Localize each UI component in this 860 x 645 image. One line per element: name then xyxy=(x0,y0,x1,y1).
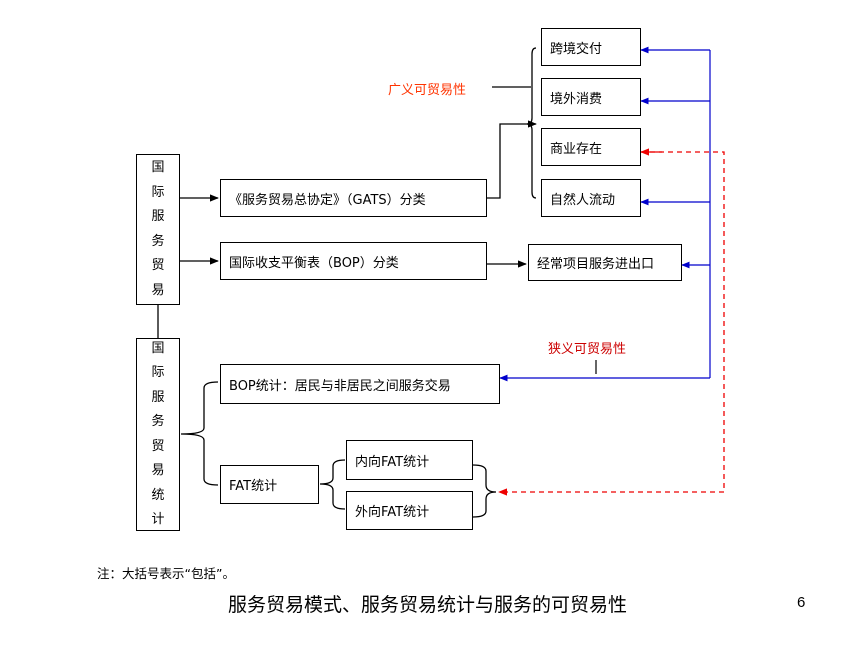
fat-brace xyxy=(319,459,346,510)
char: 务 xyxy=(151,414,165,429)
char: 务 xyxy=(151,233,165,249)
char: 际 xyxy=(151,184,165,200)
bop-classification-box: 国际收支平衡表（BOP）分类 xyxy=(220,242,487,280)
char: 贸 xyxy=(151,258,165,273)
broad-tradability-label: 广义可贸易性 xyxy=(388,83,467,98)
char: 际 xyxy=(151,365,165,380)
stats-brace xyxy=(180,381,219,486)
mode-consumption-abroad-box: 境外消费 xyxy=(541,78,641,116)
mode-natural-person-box: 自然人流动 xyxy=(541,179,641,217)
char: 易 xyxy=(151,463,165,478)
char: 计 xyxy=(151,512,165,527)
char: 国 xyxy=(151,160,165,175)
current-account-services-box: 经常项目服务进出口 xyxy=(528,244,682,281)
fat-right-brace xyxy=(472,464,497,518)
char: 统 xyxy=(151,487,165,503)
char: 易 xyxy=(151,282,165,298)
mode-cross-border-box: 跨境交付 xyxy=(541,28,641,66)
fat-statistics-box: FAT统计 xyxy=(220,465,319,504)
page-number: 6 xyxy=(797,594,806,611)
outward-fat-box: 外向FAT统计 xyxy=(346,491,473,530)
char: 国 xyxy=(151,340,165,356)
intl-service-trade-stats-box: 国 际 服 务 贸 易 统 计 xyxy=(136,338,180,531)
char: 贸 xyxy=(151,438,165,454)
char: 服 xyxy=(151,209,165,224)
narrow-tradability-label: 狭义可贸易性 xyxy=(548,342,627,357)
inward-fat-box: 内向FAT统计 xyxy=(346,440,473,480)
char: 服 xyxy=(151,389,165,405)
bop-statistics-box: BOP统计：居民与非居民之间服务交易 xyxy=(220,364,500,404)
footnote: 注：大括号表示“包括”。 xyxy=(97,566,235,581)
modes-brace xyxy=(526,47,537,199)
mode-commercial-presence-box: 商业存在 xyxy=(541,128,641,166)
intl-service-trade-box: 国 际 服 务 贸 易 xyxy=(136,154,180,305)
red-dashed-path xyxy=(641,151,725,492)
gats-to-modes-connector xyxy=(487,120,537,199)
slide-title: 服务贸易模式、服务贸易统计与服务的可贸易性 xyxy=(228,594,628,616)
gats-classification-box: 《服务贸易总协定》（GATS）分类 xyxy=(220,179,487,217)
